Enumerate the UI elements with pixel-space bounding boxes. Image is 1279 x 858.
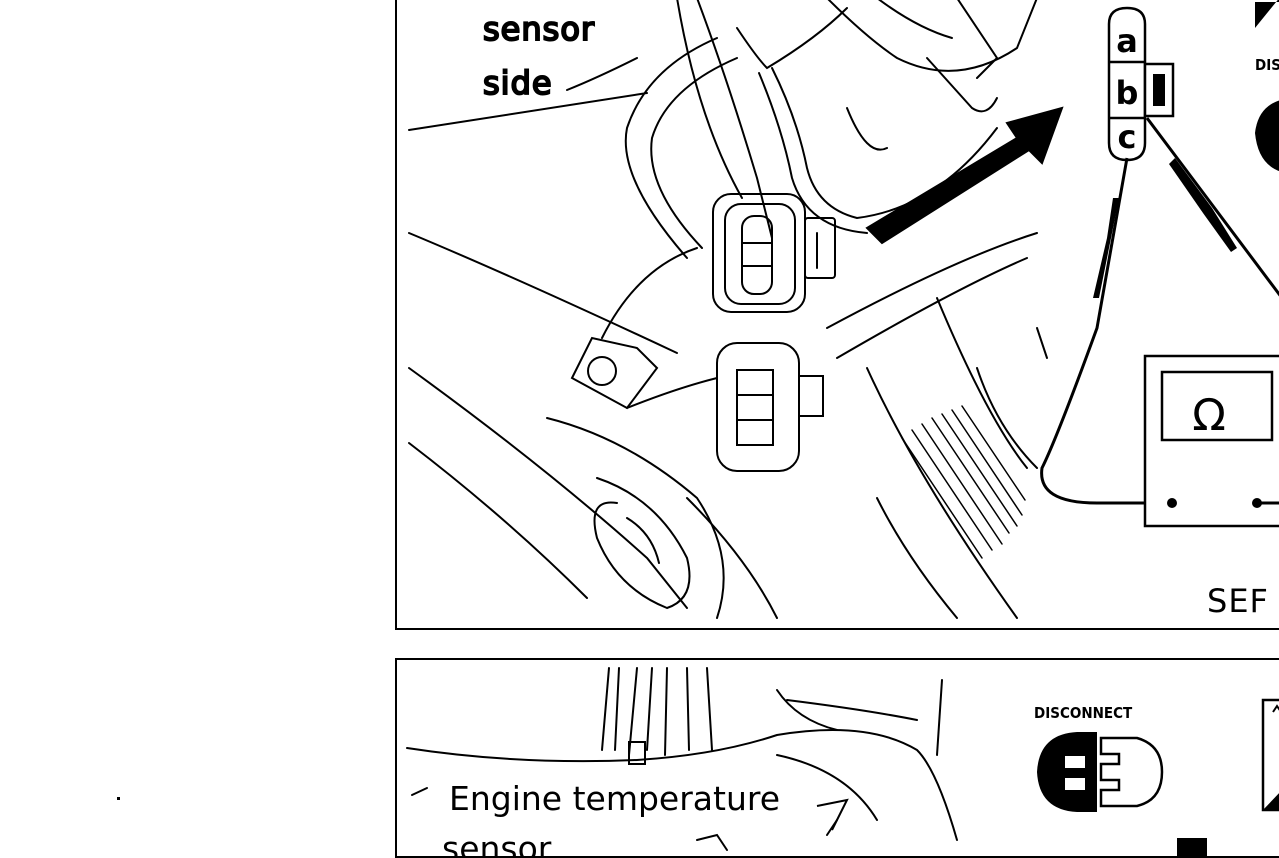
side-label: side xyxy=(483,64,553,102)
arrow-icon xyxy=(865,106,1064,245)
disconnect-label: DISCONNECT xyxy=(1034,704,1133,722)
pin-a-label: a xyxy=(1116,22,1138,60)
top-illustration: sensor side xyxy=(408,0,1279,620)
stray-mark xyxy=(117,797,120,800)
engine-temperature-label: Engine temperature xyxy=(449,779,780,818)
label-leader-line xyxy=(566,57,638,91)
sensor-label: sensor xyxy=(483,10,595,48)
top-diagram-panel: sensor side xyxy=(395,0,1279,630)
pin-c-label: c xyxy=(1118,118,1137,156)
bottom-diagram-panel: Engine temperature sensor DISCONNECT xyxy=(395,658,1279,858)
disconnect-partial-label: DIS xyxy=(1255,56,1279,74)
connector-pin-block xyxy=(1107,6,1147,162)
bottom-illustration: Engine temperature sensor DISCONNECT xyxy=(406,667,1279,858)
probe-lead-right xyxy=(1145,117,1279,297)
disconnect-connector-icon xyxy=(1037,732,1164,812)
ohmmeter-icon xyxy=(1143,354,1279,528)
disconnect-connector-icon xyxy=(1255,100,1279,171)
ohm-symbol: Ω xyxy=(1192,390,1226,441)
probe-lead-left xyxy=(1040,157,1167,505)
pin-b-label: b xyxy=(1116,74,1139,112)
figure-code: SEF xyxy=(1207,582,1269,620)
sensor-label-bottom: sensor xyxy=(442,829,552,858)
